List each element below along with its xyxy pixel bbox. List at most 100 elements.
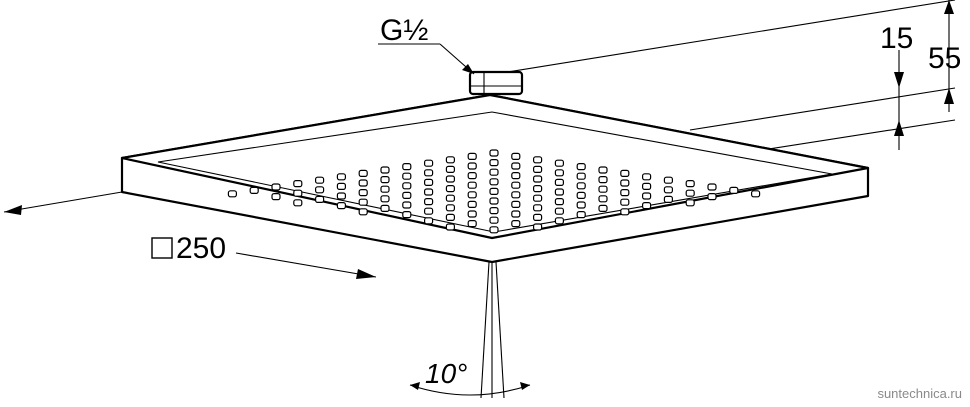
nozzle	[424, 207, 434, 215]
nozzle	[380, 195, 390, 203]
watermark: suntechnica.ru	[877, 386, 962, 401]
nozzle	[620, 208, 630, 216]
shower-head-body	[120, 70, 870, 264]
nozzle	[532, 194, 543, 202]
nozzle	[445, 204, 455, 212]
spray-angle	[409, 261, 531, 399]
height-small-label: 15	[880, 22, 913, 55]
nozzle	[532, 175, 543, 183]
nozzle	[511, 210, 521, 218]
nozzle	[532, 204, 543, 212]
nozzle	[467, 210, 477, 218]
nozzle	[467, 162, 477, 170]
nozzle	[402, 211, 412, 219]
nozzle	[293, 199, 303, 207]
nozzle	[315, 186, 325, 194]
nozzle	[685, 199, 695, 207]
nozzle	[620, 198, 630, 206]
nozzle	[641, 202, 652, 210]
plate-top	[120, 93, 870, 240]
nozzle	[511, 200, 521, 208]
nozzle	[424, 169, 434, 177]
nozzle	[358, 169, 368, 177]
nozzle	[641, 182, 652, 190]
nozzle	[467, 200, 477, 208]
nozzle	[445, 223, 455, 231]
nozzle	[554, 178, 565, 186]
nozzle	[358, 198, 368, 206]
nozzle	[358, 189, 368, 197]
nozzle	[336, 182, 346, 190]
nozzle	[402, 172, 412, 180]
angle-label: 10°	[425, 358, 467, 389]
nozzle	[511, 181, 521, 189]
height-total-label: 55	[928, 42, 961, 75]
nozzle	[663, 195, 674, 203]
nozzle	[380, 176, 390, 184]
nozzle	[445, 156, 455, 164]
nozzle	[380, 185, 390, 193]
nozzle	[271, 183, 281, 191]
nozzle	[620, 179, 630, 187]
nozzle	[707, 193, 717, 201]
nozzle	[489, 159, 499, 167]
nozzle	[445, 185, 455, 193]
nozzle	[489, 168, 499, 176]
nozzle	[467, 152, 477, 160]
nozzle	[358, 179, 368, 187]
nozzle	[532, 165, 543, 173]
nozzle	[532, 223, 543, 231]
nozzle	[511, 162, 521, 170]
nozzle	[402, 201, 412, 209]
nozzle	[576, 182, 586, 190]
nozzle	[271, 193, 281, 201]
thread-leader	[378, 43, 475, 75]
nozzle	[489, 216, 499, 224]
nozzle	[511, 172, 521, 180]
nozzle	[532, 213, 543, 221]
width-dimension	[4, 205, 376, 279]
nozzle	[532, 185, 543, 193]
nozzle	[445, 213, 455, 221]
nozzle	[554, 198, 565, 206]
nozzle	[336, 192, 346, 200]
nozzle	[380, 166, 390, 174]
nozzle	[445, 194, 455, 202]
nozzle	[467, 172, 477, 180]
nozzle	[707, 183, 717, 191]
nozzle	[598, 185, 608, 193]
nozzle	[685, 189, 695, 197]
nozzle	[293, 180, 303, 188]
nozzle	[227, 190, 237, 198]
nozzle	[532, 156, 543, 164]
nozzle	[358, 208, 368, 216]
nozzle	[336, 173, 346, 181]
nozzle	[663, 176, 674, 184]
nozzle	[467, 191, 477, 199]
nozzle	[293, 189, 303, 197]
square-dimension-icon	[151, 237, 173, 259]
nozzle	[554, 159, 565, 167]
nozzle	[467, 220, 477, 228]
nozzle	[576, 163, 586, 171]
nozzle	[598, 176, 608, 184]
nozzle	[424, 217, 434, 225]
nozzle	[663, 186, 674, 194]
nozzle	[576, 211, 586, 219]
nozzle-grid	[227, 149, 761, 234]
size-label: 250	[176, 232, 226, 265]
nozzle	[402, 163, 412, 171]
thread-label: G½	[380, 14, 428, 47]
nozzle	[467, 181, 477, 189]
nozzle	[598, 204, 608, 212]
nozzle	[489, 187, 499, 195]
nozzle	[445, 165, 455, 173]
nozzle	[489, 226, 499, 234]
nozzle	[685, 180, 695, 188]
nozzle	[554, 188, 565, 196]
nozzle	[336, 202, 346, 210]
nozzle	[489, 197, 499, 205]
thread-connector	[468, 70, 524, 96]
nozzle	[489, 149, 499, 157]
